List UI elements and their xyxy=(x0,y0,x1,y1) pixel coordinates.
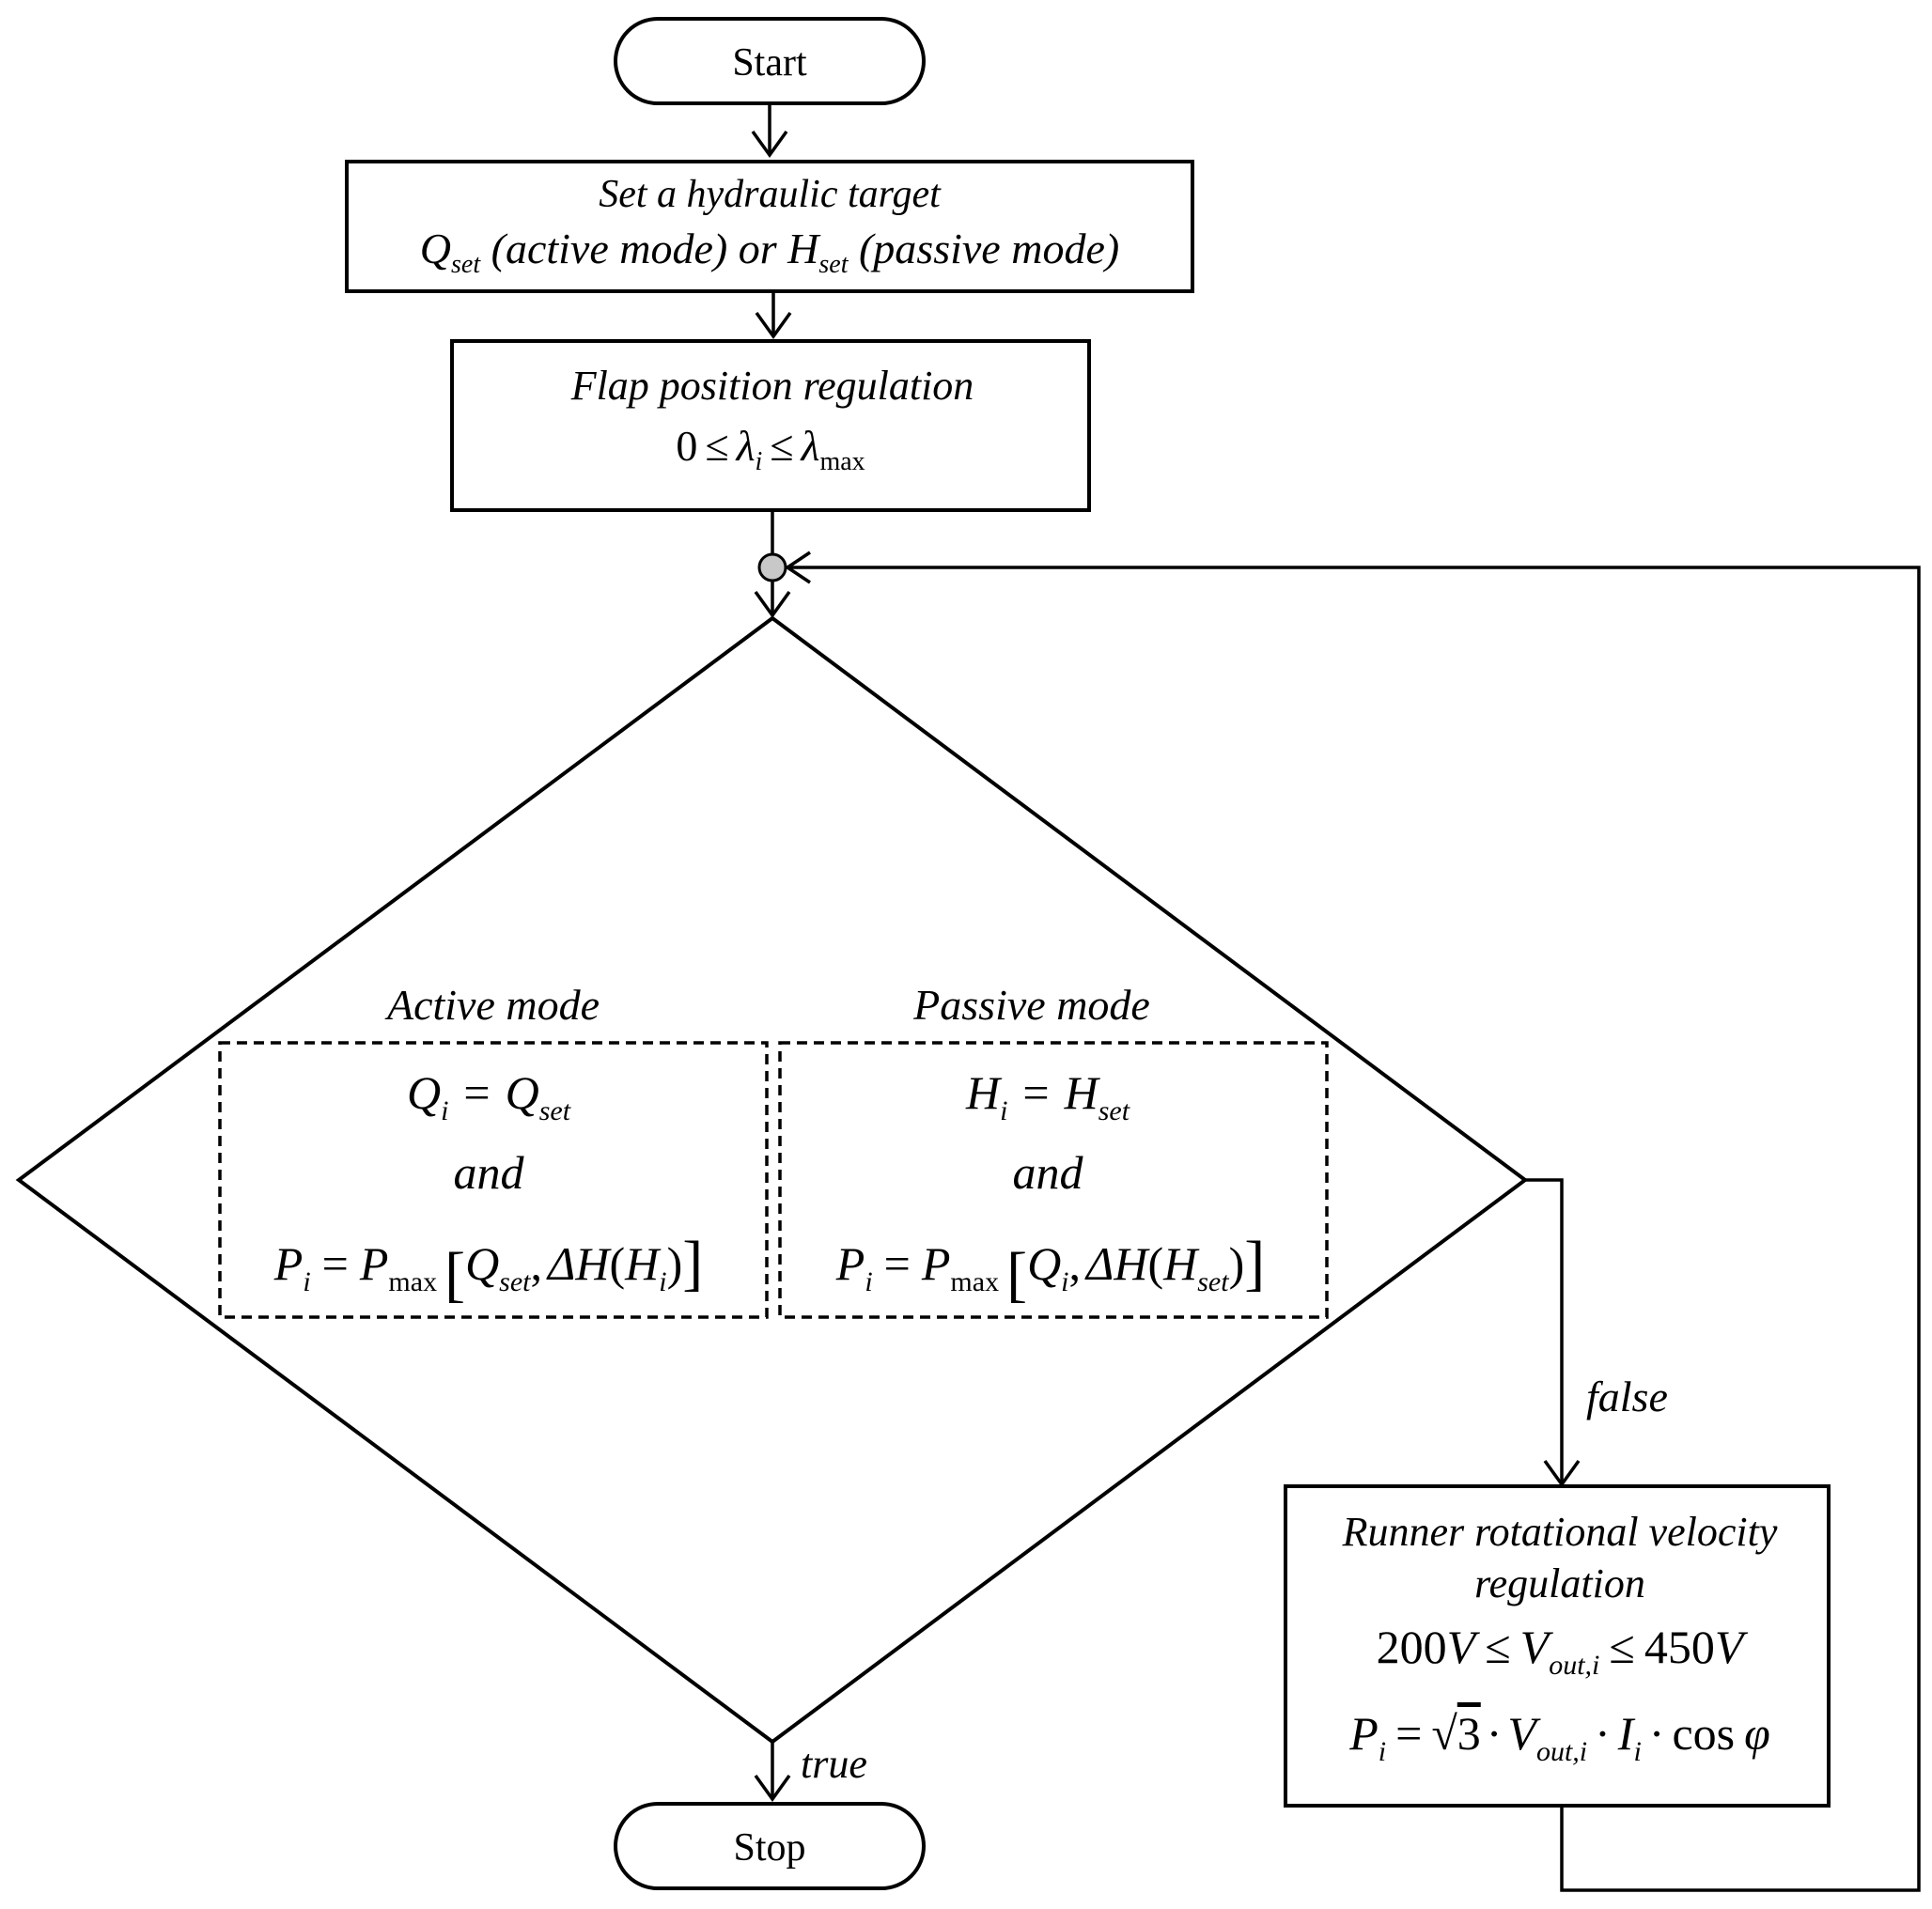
hydraulic-target-title: Set a hydraulic target xyxy=(599,173,942,216)
hydraulic-target-modes: Qset (active mode) or Hset (passive mode… xyxy=(420,225,1119,279)
flap-regulation-box xyxy=(450,339,1091,512)
arrowhead-junction-decision xyxy=(754,590,791,618)
runner-regulation-title: Runner rotational velocity xyxy=(1342,1509,1778,1555)
active-mode-label: Active mode xyxy=(384,981,600,1029)
true-label: true xyxy=(801,1741,867,1787)
edge-runner-loop xyxy=(787,566,1921,1892)
arrowhead-decision-stop xyxy=(754,1774,791,1802)
arrowhead-start-target xyxy=(751,130,788,158)
active-condition-power: Pi=Pmax[Qset,ΔH(Hi)] xyxy=(273,1229,703,1309)
arrowhead-loop-junction xyxy=(784,551,811,584)
active-and: and xyxy=(454,1146,525,1199)
start-label: Start xyxy=(732,41,807,85)
false-label: false xyxy=(1586,1373,1668,1420)
passive-condition-head: Hi=Hset xyxy=(965,1066,1130,1126)
flap-regulation-formula: 0≤λi≤λmax xyxy=(676,422,865,476)
hydraulic-target-box xyxy=(345,160,1194,293)
passive-mode-label: Passive mode xyxy=(912,981,1150,1029)
passive-mode-box xyxy=(778,1041,1329,1319)
junction-node xyxy=(757,552,787,582)
active-condition-flow: Qi=Qset xyxy=(407,1066,571,1126)
runner-regulation-box xyxy=(1284,1484,1831,1808)
stop-terminal xyxy=(614,1802,926,1890)
edge-decision-runner xyxy=(1525,1178,1564,1484)
flap-regulation-title: Flap position regulation xyxy=(570,363,974,409)
runner-regulation-title-2: regulation xyxy=(1474,1560,1645,1606)
passive-and: and xyxy=(1013,1146,1084,1199)
active-mode-box xyxy=(218,1041,769,1319)
runner-voltage-range: 200V≤Vout,i≤450V xyxy=(1377,1621,1749,1681)
stop-label: Stop xyxy=(733,1826,805,1870)
arrowhead-target-flap xyxy=(755,311,792,339)
passive-condition-power: Pi=Pmax[Qi,ΔH(Hset)] xyxy=(835,1229,1265,1309)
